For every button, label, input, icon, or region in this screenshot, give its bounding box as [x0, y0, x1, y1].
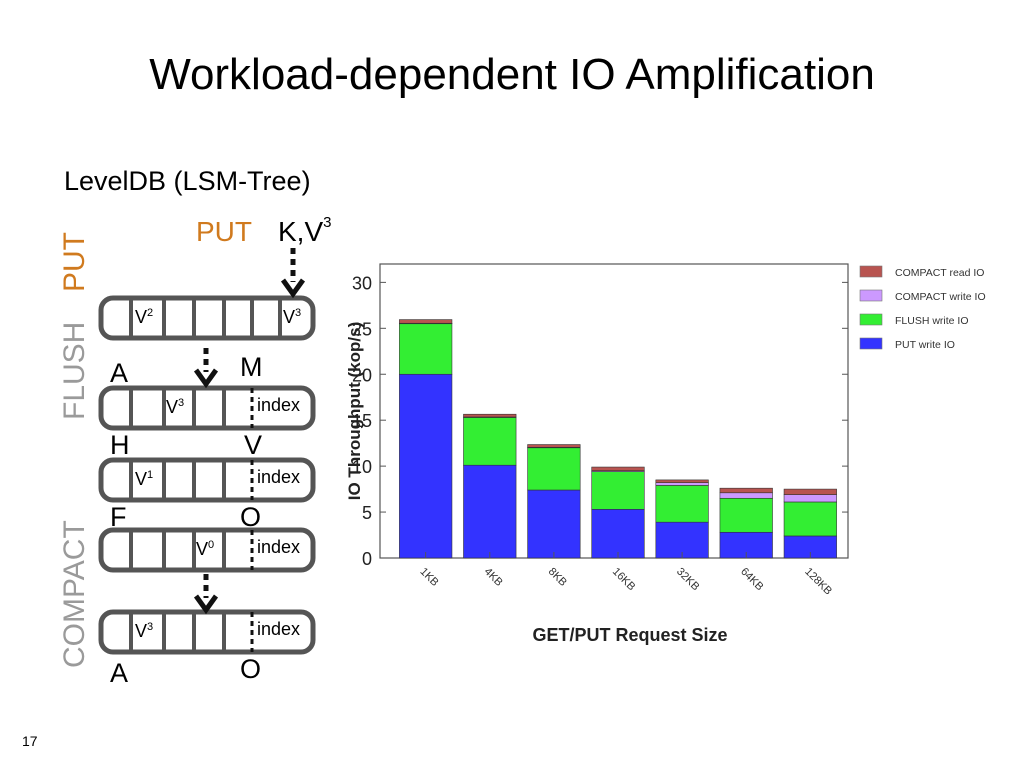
legend-label: COMPACT write IO	[895, 291, 986, 303]
y-tick-label: 5	[362, 503, 372, 523]
y-tick-label: 30	[352, 273, 372, 293]
y-tick-label: 10	[352, 457, 372, 477]
legend-label: COMPACT read IO	[895, 267, 984, 279]
bar-segment	[463, 413, 517, 418]
bar-segment	[399, 319, 453, 324]
letter-f: F	[110, 502, 127, 532]
letter-o-bottom: O	[240, 654, 262, 684]
bar-segment	[783, 488, 837, 495]
letter-a-bottom: A	[110, 658, 129, 688]
bar-segment	[591, 471, 645, 510]
legend-swatch	[859, 265, 883, 278]
cell-value: V0	[196, 539, 215, 559]
kv-label: K,V3	[278, 214, 332, 247]
bar-segment	[783, 494, 837, 503]
cell-value: V3	[166, 397, 185, 417]
legend-swatch	[859, 289, 883, 302]
legend-label: FLUSH write IO	[895, 315, 969, 327]
x-axis: 1KB 4KB 8KB 16KB 32KB 64KB 128KB	[418, 552, 834, 597]
cell-index: index	[257, 467, 301, 487]
put-arrow	[280, 248, 306, 299]
bar-segment	[591, 466, 645, 472]
buffer-row-3	[98, 457, 316, 503]
y-tick-label: 25	[352, 319, 372, 339]
legend-swatch	[859, 313, 883, 326]
cell-value: V1	[135, 469, 154, 489]
cell-value: V3	[135, 621, 154, 641]
x-axis-label: GET/PUT Request Size	[532, 625, 727, 645]
buffer-row-2	[98, 385, 316, 431]
chart-legend: COMPACT read IO COMPACT write IO FLUSH wri…	[859, 265, 986, 351]
bar-segment	[655, 482, 709, 486]
letter-h: H	[110, 430, 130, 460]
y-tick-label: 15	[352, 411, 372, 431]
bar-segment	[719, 497, 773, 533]
letter-o-mid: O	[240, 502, 262, 532]
cell-index: index	[257, 537, 301, 557]
legend-swatch	[859, 337, 883, 350]
bar-segment	[463, 464, 517, 559]
buffer-row-1	[98, 295, 316, 341]
bar-segment	[399, 323, 453, 375]
bar-segment	[719, 492, 773, 499]
x-tick-label: 4KB	[482, 566, 505, 589]
bar-segment	[655, 479, 709, 483]
x-tick-label: 32KB	[674, 566, 702, 594]
page-number: 17	[22, 733, 38, 749]
slide-title: Workload-dependent IO Amplification	[149, 50, 875, 99]
put-operation-label: PUT	[196, 216, 252, 247]
cell-value: V3	[283, 307, 302, 327]
x-tick-label: 128KB	[802, 566, 834, 598]
cell-index: index	[257, 619, 301, 639]
x-tick-label: 64KB	[738, 566, 766, 594]
cell-value: V2	[135, 307, 154, 327]
bar-segment	[719, 487, 773, 494]
bar-segment	[591, 509, 645, 559]
letter-a-top: A	[110, 358, 129, 388]
x-tick-label: 1KB	[418, 566, 441, 589]
y-tick-label: 0	[362, 549, 372, 569]
bar-segment	[399, 373, 453, 559]
y-tick-label: 20	[352, 365, 372, 385]
side-label-put: PUT	[58, 232, 91, 292]
side-label-compact: COMPACT	[58, 520, 91, 668]
lsm-diagram	[98, 248, 316, 655]
bar-segment	[527, 447, 581, 491]
y-axis: 0 5 10 15 20 25 30	[352, 273, 848, 569]
bar-segment	[527, 489, 581, 559]
buffer-row-4	[98, 527, 316, 573]
x-tick-label: 8KB	[546, 566, 569, 589]
x-tick-label: 16KB	[610, 566, 638, 594]
bar-segment	[463, 417, 517, 466]
compact-arrow	[193, 574, 219, 615]
diagram-subtitle: LevelDB (LSM-Tree)	[64, 166, 311, 196]
y-axis-label: IO Throughput (kop/s)	[345, 322, 364, 500]
flush-arrow	[193, 348, 219, 389]
bar-segment	[783, 501, 837, 537]
bar-segment	[655, 485, 709, 523]
bar-segment	[527, 444, 581, 448]
cell-index: index	[257, 395, 301, 415]
letter-m: M	[240, 352, 263, 382]
legend-label: PUT write IO	[895, 339, 955, 351]
bars	[399, 319, 837, 559]
side-label-flush: FLUSH	[58, 321, 91, 420]
letter-v: V	[244, 430, 263, 460]
